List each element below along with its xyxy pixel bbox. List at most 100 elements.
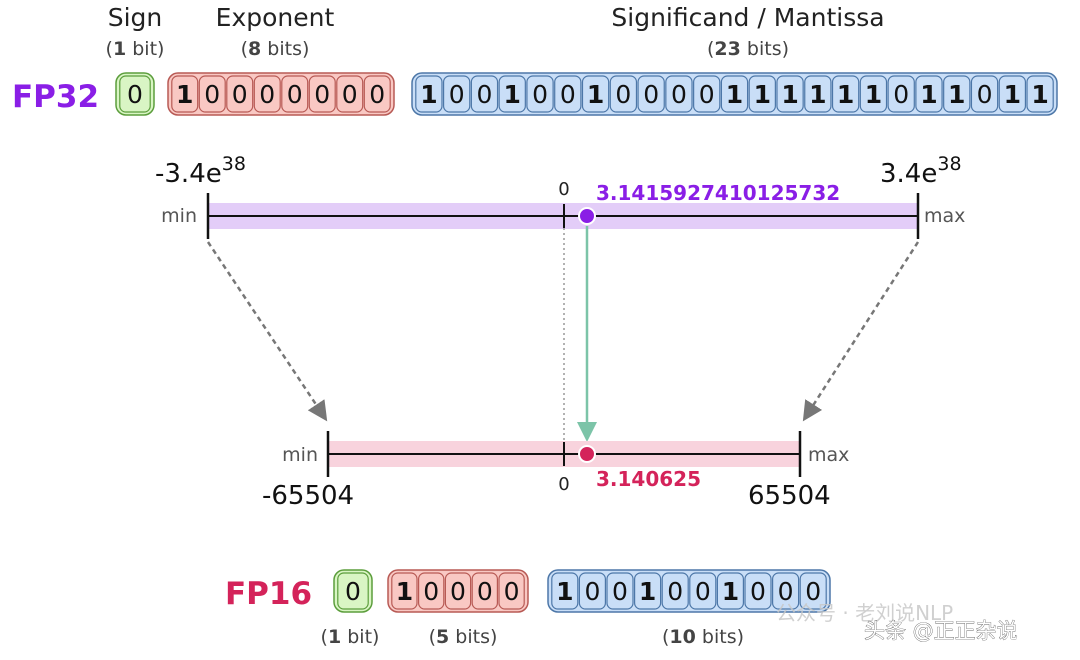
fp32-exponent-bit: 1: [176, 80, 193, 109]
fp32-mantissa-bit: 0: [893, 80, 909, 109]
fp32-exponent-bit-cell: [171, 75, 199, 113]
wechat-watermark: 公众号 · 老刘说NLP: [776, 601, 953, 625]
fp32-mantissa-bit-cell: [1026, 75, 1054, 113]
fp32-max-exp: 38: [937, 153, 961, 175]
fp16-mantissa-bit-cell: [633, 572, 662, 610]
fp32-mantissa-bit: 0: [977, 80, 993, 109]
mantissa-heading: Significand / Mantissa: [611, 3, 884, 32]
fp16-mantissa-bit-count: (10 bits): [662, 626, 744, 648]
fp32-mantissa-bit-cell: [943, 75, 971, 113]
fp16-mantissa-bit: 0: [667, 577, 683, 606]
fp16-exponent-bit-count: (5 bits): [429, 626, 498, 648]
fp16-exponent-bit: 0: [504, 577, 520, 606]
fp16-exponent-bit: 0: [423, 577, 439, 606]
fp32-mantissa-bit: 1: [726, 80, 743, 109]
fp16-zero-label: 0: [558, 474, 569, 495]
fp32-label: FP32: [12, 79, 99, 115]
fp32-mantissa-bit: 0: [532, 80, 548, 109]
fp16-sign-bit-cell: [337, 572, 369, 610]
fp32-exponent-bit: 0: [369, 80, 385, 109]
fp32-mantissa-bit: 0: [449, 80, 465, 109]
fp32-mantissa-bit: 0: [615, 80, 631, 109]
fp32-mantissa-bit-cell: [609, 75, 638, 113]
fp32-mantissa-bit-cell: [693, 75, 721, 113]
fp32-mantissa-bit: 1: [837, 80, 854, 109]
fp32-mantissa-bit-cell: [415, 75, 443, 113]
fp16-mantissa-bit: 0: [584, 577, 600, 606]
fp16-min-value: -65504: [262, 481, 354, 511]
mantissa-bit-count: (23 bits): [707, 38, 789, 60]
fp32-exponent-bit-cell: [198, 75, 226, 113]
fp32-mantissa-bit-cell: [776, 75, 804, 113]
fp16-mantissa-field-box: [547, 569, 831, 613]
mantissa-unit: bits: [741, 38, 782, 60]
fp32-exponent-bit-cell: [281, 75, 309, 113]
fp16-mantissa-unit: bits: [696, 626, 737, 648]
exponent-heading: Exponent: [216, 3, 335, 32]
exponent-count: 8: [248, 38, 261, 60]
fp32-mantissa-bit: 1: [781, 80, 798, 109]
fp16-mantissa-bit-cell: [716, 572, 745, 610]
fp16-exponent-bit-cell: [471, 572, 499, 610]
fp32-mantissa-bit: 1: [504, 80, 521, 109]
fp32-exponent-bit-cell: [363, 75, 391, 113]
fp32-max-base: 3.4e: [880, 159, 937, 189]
fp16-exponent-bit: 0: [477, 577, 493, 606]
fp32-exponent-bit: 0: [232, 80, 248, 109]
fp32-max-value: 3.4e38: [880, 153, 962, 189]
fp16-mantissa-bit: 0: [778, 577, 794, 606]
fp16-exponent-bit-cell: [418, 572, 445, 610]
fp32-mantissa-bit: 1: [809, 80, 826, 109]
fp32-mantissa-bit: 0: [477, 80, 493, 109]
fp16-sign-count: 1: [328, 626, 341, 648]
fp16-label: FP16: [225, 576, 312, 612]
fp32-mantissa-bit-cell: [498, 75, 526, 113]
fp16-sign-field-box: [333, 569, 373, 613]
fp32-min-exp: 38: [222, 153, 246, 175]
fp32-zero-label: 0: [558, 179, 569, 200]
fp32-mantissa-bit-cell: [665, 75, 693, 113]
fp32-mantissa-bit: 0: [560, 80, 576, 109]
fp32-mantissa-bit-cell: [526, 75, 554, 113]
exponent-bit-count: (8 bits): [241, 38, 310, 60]
fp32-mantissa-bit-cell: [748, 75, 776, 113]
fp16-value-dot: [578, 445, 596, 463]
sign-bit-count: (1 bit): [106, 38, 165, 60]
fp32-mantissa-bit-cell: [859, 75, 888, 113]
fp16-mantissa-count: 10: [669, 626, 695, 648]
fp32-mantissa-bit: 1: [865, 80, 882, 109]
fp16-min-label: min: [282, 444, 318, 466]
fp32-mantissa-bit-cell: [804, 75, 832, 113]
fp32-mantissa-bit-cell: [581, 75, 610, 113]
fp32-exponent-bit: 0: [342, 80, 358, 109]
fp16-mantissa-bit-cell: [661, 572, 689, 610]
fp32-sign-field-box: [115, 72, 155, 116]
fp16-max-label: max: [808, 444, 849, 466]
fp16-sign-bits: 0: [333, 569, 373, 613]
fp32-min-label: min: [161, 205, 197, 227]
fp32-mantissa-bit: 1: [1031, 80, 1048, 109]
fp32-mantissa-field-box: [411, 72, 1058, 116]
sign-count: 1: [113, 38, 126, 60]
fp32-mantissa-bit-cell: [831, 75, 860, 113]
fp16-pi-value: 3.140625: [596, 467, 701, 491]
fp16-max-value: 65504: [748, 481, 831, 511]
fp16-mantissa-bit-cell: [606, 572, 634, 610]
max-mapping-arrow: [802, 241, 920, 422]
fp16-sign-unit: bit: [341, 626, 372, 648]
fp32-mantissa-bit: 1: [920, 80, 937, 109]
fp16-exponent-field-box: [387, 569, 529, 613]
fp32-mantissa-bit: 1: [754, 80, 771, 109]
fp32-exponent-bit-cell: [308, 75, 336, 113]
fp32-pi-value: 3.1415927410125732: [596, 181, 840, 205]
fp32-exponent-bit: 0: [287, 80, 303, 109]
fp32-exponent-bit-cell: [226, 75, 254, 113]
fp32-exponent-bit: 0: [314, 80, 330, 109]
fp32-mantissa-bit: 1: [420, 80, 437, 109]
fp32-sign-bits: 0: [115, 72, 155, 116]
fp32-mantissa-bit: 0: [699, 80, 715, 109]
fp32-min-base: -3.4e: [155, 159, 222, 189]
fp16-mantissa-bit: 0: [805, 577, 821, 606]
